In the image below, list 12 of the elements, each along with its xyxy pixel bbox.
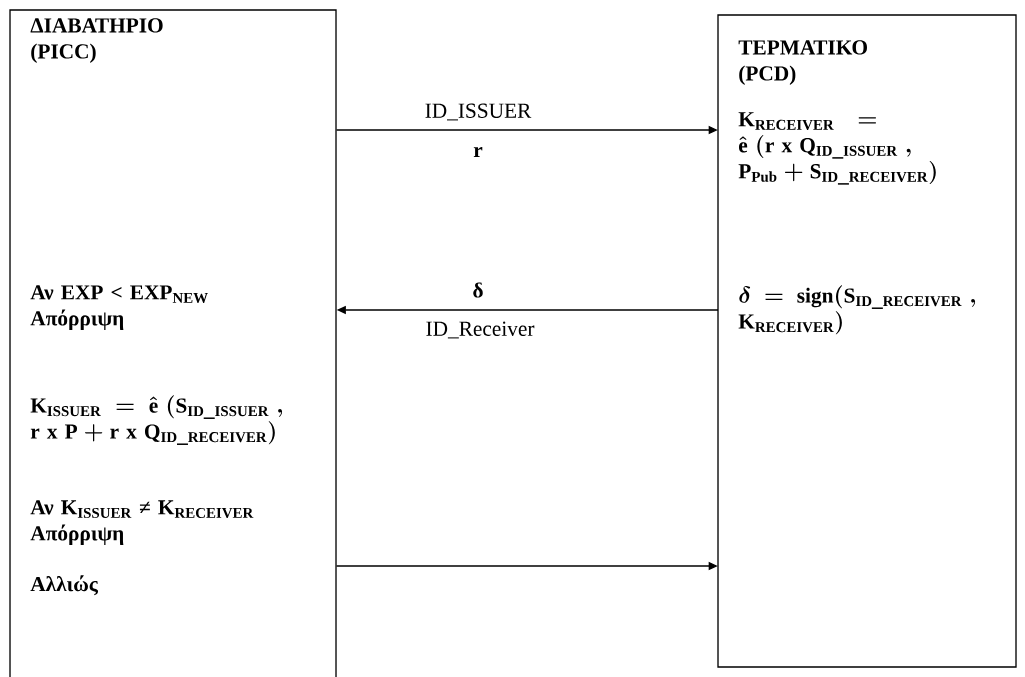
formula-text: $\mathrm{K_{RECEIVER}} = \hat{\mathrm{e}}\ (\mathrm{r\ x\ Q_{ID\_ISSUER}}\ ,\allowbreak\ \mathrm{P_{Pub}} + \mathrm{S_{ID\_RECEIVER}})$ <box>738 112 936 185</box>
formula-text: $\mathrm{K_{ISSUER}} = \hat{\mathrm{e}}\ (\mathrm{S_{ID\_ISSUER}}\ ,\allowbreak\ \mathrm{r\ x\ P} + \mathrm{r\ x\ Q_{ID\_RECEIVER}})$ <box>30 395 283 445</box>
heading: ΤΕΡΜΑΤΙΚΟ (PCD) <box>738 40 867 85</box>
edge-label: ID_ISSUER <box>423 102 533 122</box>
formula-text: Αν K$_{ISSUER}$ ≠ K$_{RECEIVER}$ Απόρριψη <box>30 500 254 545</box>
formula-text: $\delta = \mathrm{sign}(\mathrm{S_{ID\_RECEIVER}}\ ,\allowbreak\ \mathrm{K_{RECEIVER}})$ <box>738 285 976 335</box>
variable-label: r <box>471 145 485 159</box>
variable-label: δ <box>471 281 485 299</box>
heading: ΔΙΑΒΑΤΗΡΙΟ (PICC) <box>30 18 163 63</box>
formula-text: Αν EXP < EXP$_{NEW}$ Απόρριψη <box>30 285 208 330</box>
formula-text: Αλλιώς <box>30 575 99 596</box>
edge-label: ID_Receiver <box>424 320 536 340</box>
